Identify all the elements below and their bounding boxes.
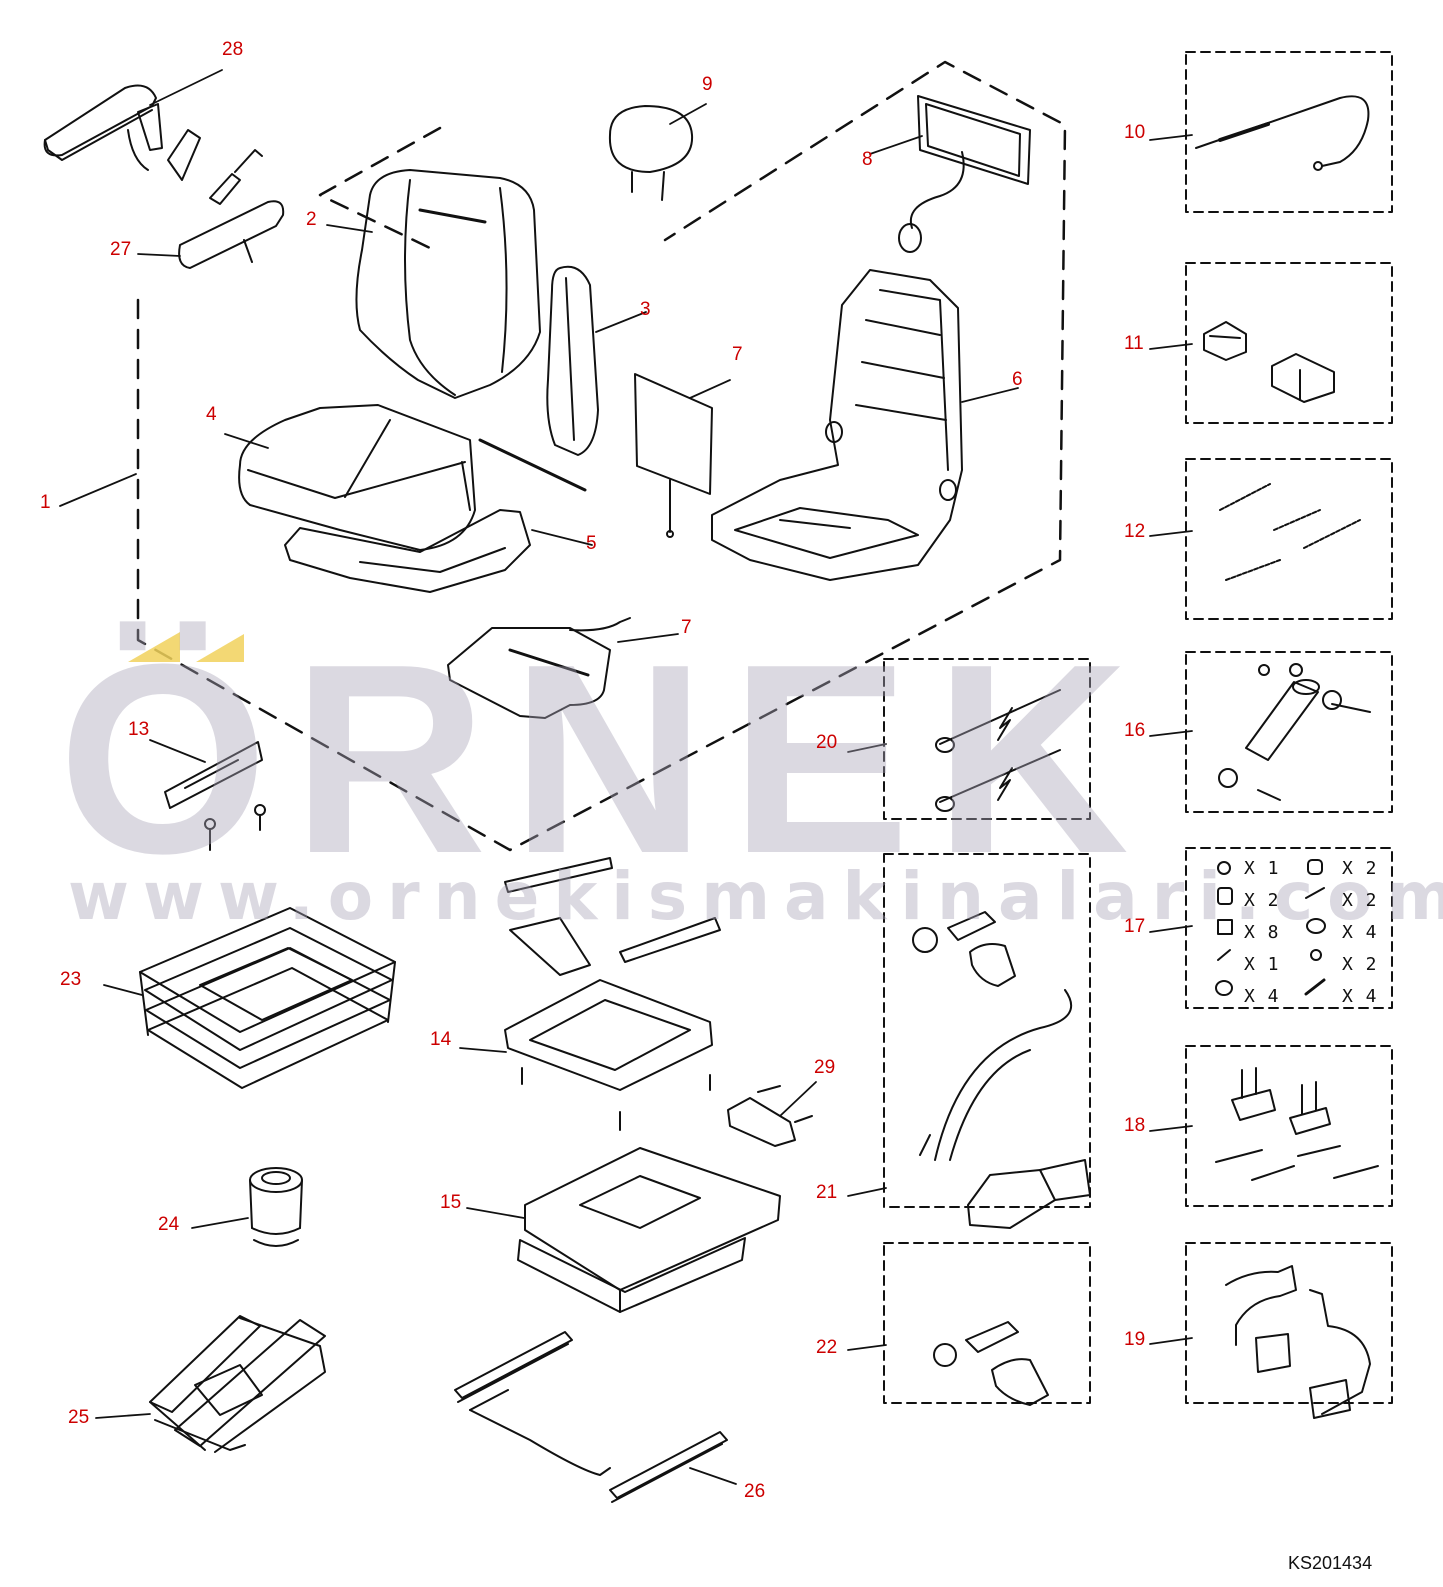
kit17-qty-7: X 1 — [1244, 954, 1280, 975]
callout-11: 11 — [1124, 333, 1144, 354]
callout-15: 15 — [440, 1192, 462, 1213]
kit17-qty-3: X 2 — [1244, 890, 1280, 911]
callout-20: 20 — [816, 732, 838, 753]
callout-6: 6 — [1012, 369, 1023, 390]
kit-box-12 — [1185, 458, 1393, 620]
callout-23: 23 — [60, 969, 82, 990]
callout-14: 14 — [430, 1029, 452, 1050]
callout-28: 28 — [222, 39, 244, 60]
watermark-accent — [128, 632, 244, 662]
gas-spring-part-16 — [1218, 663, 1371, 801]
callout-19: 19 — [1124, 1329, 1146, 1350]
callout-12: 12 — [1124, 521, 1146, 542]
callout-27: 27 — [110, 239, 132, 260]
callout-1: 1 — [40, 492, 51, 513]
springs-part-12 — [1219, 483, 1361, 581]
knobs-part-11 — [1203, 321, 1335, 403]
leader-lines — [59, 69, 1193, 1485]
callout-10: 10 — [1124, 122, 1146, 143]
callout-24: 24 — [158, 1214, 180, 1235]
seat-belt-part-19 — [1225, 1265, 1371, 1419]
scissor-part-25 — [149, 1315, 326, 1453]
kit-box-21 — [883, 853, 1091, 1208]
kit-box-18 — [1185, 1045, 1393, 1207]
kit17-qty-10: X 4 — [1342, 986, 1378, 1007]
kit-box-20 — [883, 658, 1091, 820]
lower-cushion-part-5 — [284, 509, 531, 593]
wires-part-20 — [935, 689, 1061, 812]
headrest-part-9 — [608, 105, 694, 201]
kit17-qty-9: X 4 — [1244, 986, 1280, 1007]
kit17-qty-5: X 8 — [1244, 922, 1280, 943]
foam-pad-part-7 — [447, 617, 631, 719]
callout-7a: 7 — [732, 344, 743, 365]
seat-frame-part-6 — [711, 269, 963, 581]
callout-25: 25 — [68, 1407, 90, 1428]
bracket-part-29 — [727, 1085, 813, 1147]
shock-part-24 — [249, 1167, 303, 1247]
callout-5: 5 — [586, 533, 597, 554]
callout-3: 3 — [640, 299, 651, 320]
hardware-part-17 — [1215, 859, 1326, 996]
drawing-code: KS201434 — [1288, 1553, 1373, 1573]
kit-box-10 — [1185, 51, 1393, 213]
seat-assembly-outline — [136, 60, 1067, 852]
heater-pad-part-8 — [898, 95, 1031, 253]
callout-13: 13 — [128, 719, 150, 740]
callout-22: 22 — [816, 1337, 838, 1358]
armrest-part-27 — [178, 200, 285, 269]
callout-21: 21 — [816, 1182, 838, 1203]
callout-18: 18 — [1124, 1115, 1146, 1136]
kit17-qty-4: X 2 — [1342, 890, 1378, 911]
kit-box-19 — [1185, 1242, 1393, 1404]
kit-box-11 — [1185, 262, 1393, 424]
callout-29: 29 — [814, 1057, 836, 1078]
kit17-qty-1: X 1 — [1244, 858, 1280, 879]
cover-plate-part-7 — [634, 373, 713, 538]
lower-frame-part-15 — [517, 1147, 781, 1313]
back-cushion-part-2 — [355, 169, 541, 399]
callout-7b: 7 — [681, 617, 692, 638]
armrest-part-28 — [43, 84, 263, 205]
callout-17: 17 — [1124, 916, 1146, 937]
kit17-qty-2: X 2 — [1342, 858, 1378, 879]
callout-26: 26 — [744, 1481, 766, 1502]
brackets-part-18 — [1215, 1067, 1379, 1181]
watermark-word: ÖRNEK — [58, 609, 1154, 910]
callout-8: 8 — [862, 149, 873, 170]
kit17-qty-8: X 2 — [1342, 954, 1378, 975]
switch-motor-part-21 — [912, 911, 1091, 1229]
callout-16: 16 — [1124, 720, 1146, 741]
callout-2: 2 — [306, 209, 317, 230]
watermark-url: www.ornekismakinalari.com.tr — [68, 858, 1443, 935]
seat-cushion-part-4 — [238, 404, 476, 551]
slide-rails-part-26 — [454, 1331, 728, 1503]
callout-9: 9 — [702, 74, 713, 95]
slide-frame-part-14 — [504, 857, 721, 1131]
support-bar — [478, 438, 587, 492]
cable-part-10 — [1195, 95, 1370, 171]
kit-box-22 — [883, 1242, 1091, 1404]
kit17-qty-6: X 4 — [1342, 922, 1378, 943]
callout-4: 4 — [206, 404, 217, 425]
kit-box-17 — [1185, 847, 1393, 1009]
switch-part-22 — [933, 1321, 1049, 1406]
slide-handle-part-13 — [164, 741, 266, 851]
back-side-part-3 — [546, 265, 599, 456]
bellows-part-23 — [139, 907, 396, 1089]
